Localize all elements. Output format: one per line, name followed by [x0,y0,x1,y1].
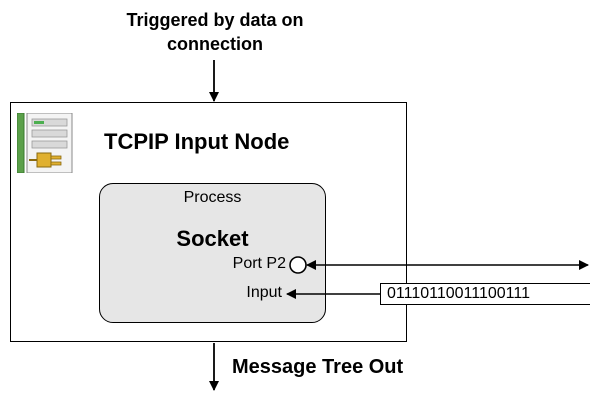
trigger-label-line2: connection [166,34,263,54]
port-label: Port P2 [232,255,286,272]
binary-stream-value: 01110110011100111 [387,285,530,302]
tcpip-server-plug-icon [16,112,75,174]
trigger-label-line1: Triggered by data on [126,10,304,30]
binary-stream-box: 01110110011100111 [380,283,590,305]
socket-label: Socket [176,226,249,251]
process-box [99,183,326,323]
output-label: Message Tree Out [232,356,404,378]
node-title: TCPIP Input Node [104,129,290,154]
trigger-label: Triggered by data on connection [80,8,350,56]
input-label: Input [246,284,282,301]
process-label: Process [183,189,242,206]
